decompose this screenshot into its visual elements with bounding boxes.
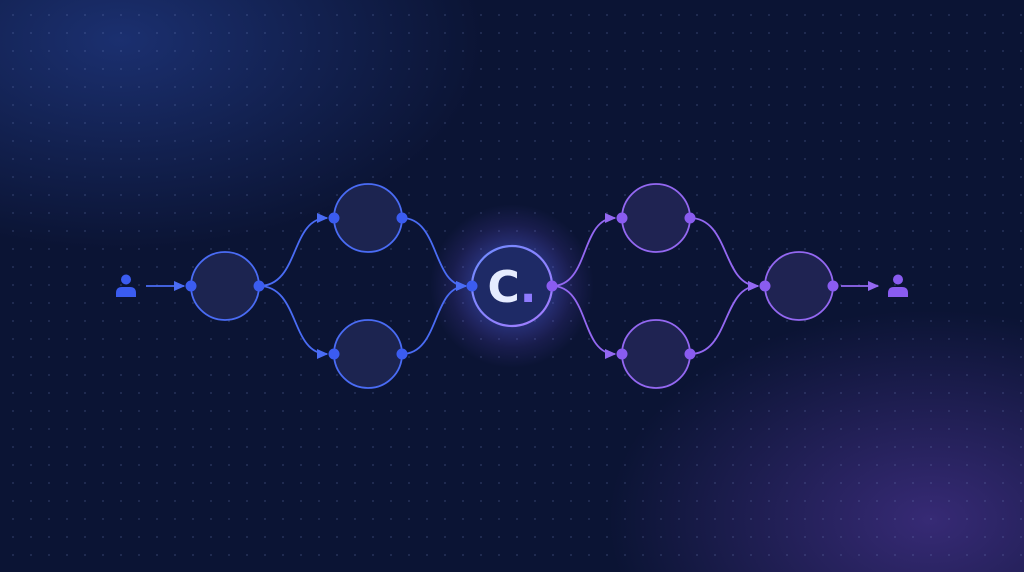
node-2b [333,319,403,389]
port-dot [827,280,839,292]
core-logo-dot: . [520,262,537,313]
edge-core-to-node-3a [551,212,617,287]
port-dot [616,348,628,360]
user-icon [116,274,136,297]
node-1 [190,251,260,321]
edge-node-3b-to-node-4 [689,280,760,355]
edge-node-1-to-node-2a [258,212,329,287]
edge-node-1-to-node-2b [258,285,329,360]
port-dot [684,348,696,360]
port-dot [684,212,696,224]
edge-node-3a-to-node-4 [689,217,760,292]
node-3a [621,183,691,253]
port-dot [328,212,340,224]
port-dot [253,280,265,292]
port-dot [616,212,628,224]
core-logo-letter: C [487,262,519,313]
node-3b [621,319,691,389]
node-2a [333,183,403,253]
core-logo: C. [487,262,536,313]
port-dot [185,280,197,292]
port-dot [328,348,340,360]
edge-node-2b-to-core [401,280,468,355]
port-dot [396,212,408,224]
edge-core-to-node-3b [551,285,617,360]
port-dot [759,280,771,292]
user-icon [888,274,908,297]
port-dot [546,280,558,292]
port-dot [396,348,408,360]
port-dot [466,280,478,292]
node-4 [764,251,834,321]
